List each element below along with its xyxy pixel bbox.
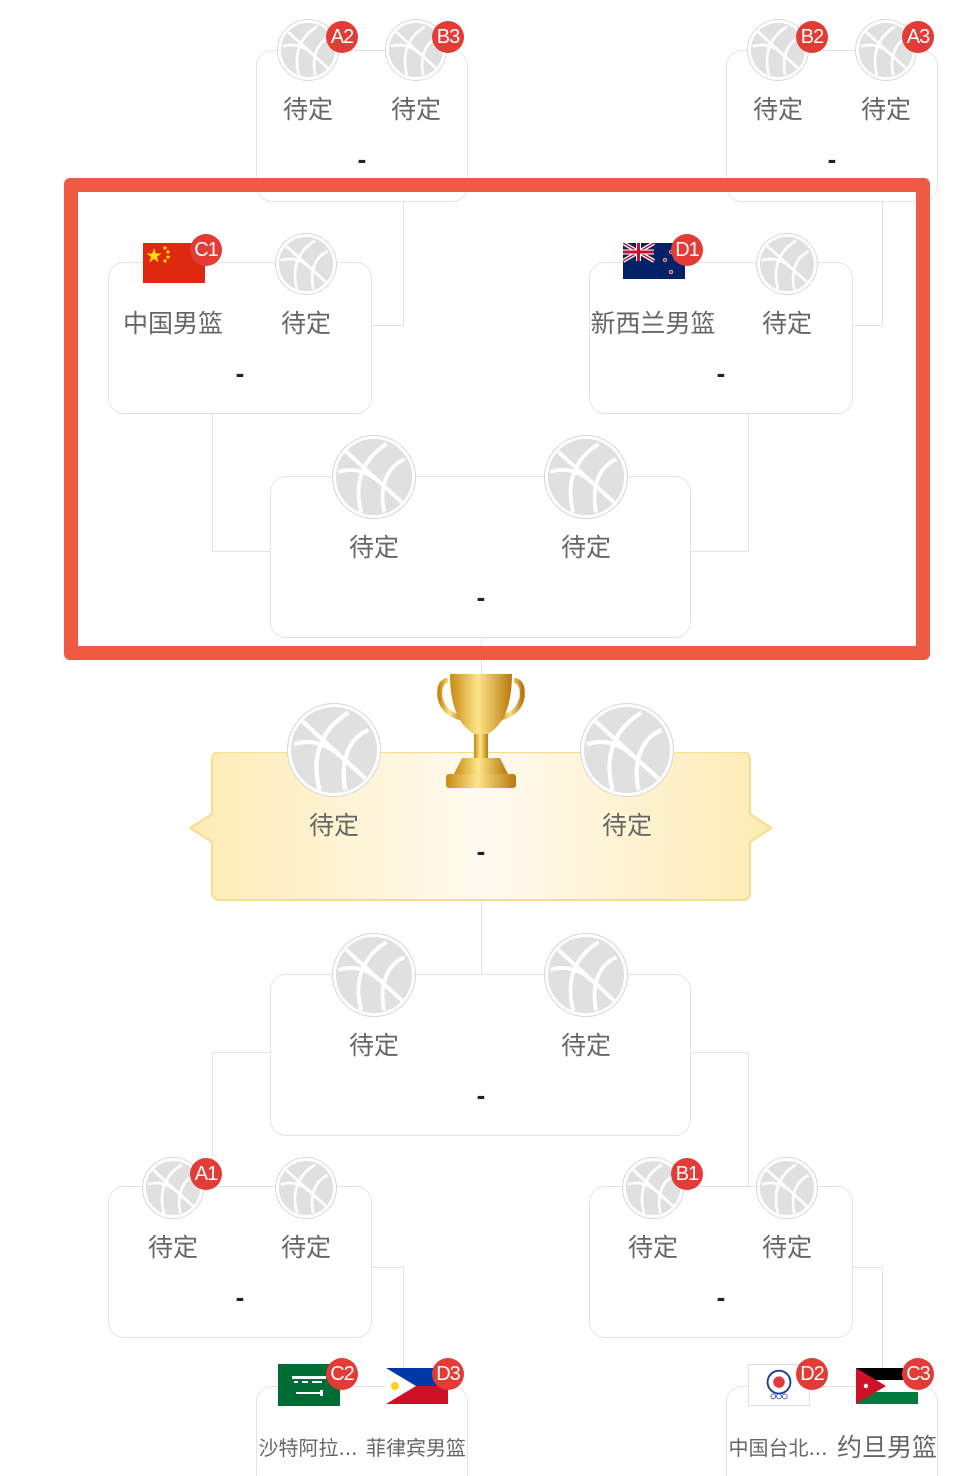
basketball-icon bbox=[545, 436, 627, 518]
basketball-icon bbox=[623, 1158, 683, 1218]
basketball-icon bbox=[278, 20, 338, 80]
connector-line bbox=[851, 1267, 883, 1377]
basketball-icon bbox=[581, 704, 673, 796]
match-score: - bbox=[476, 582, 486, 612]
seed-badge: A2 bbox=[326, 21, 358, 53]
match-card-qf-left-lower[interactable] bbox=[108, 1186, 372, 1338]
seed-badge: B3 bbox=[432, 21, 464, 53]
basketball-icon bbox=[757, 234, 817, 294]
team-name: 菲律宾男篮 bbox=[366, 1436, 466, 1460]
match-score: - bbox=[235, 358, 245, 388]
team-name: 待定 bbox=[560, 533, 611, 562]
team-name: 待定 bbox=[282, 95, 333, 124]
connector-line bbox=[851, 325, 883, 326]
team-name: 待定 bbox=[560, 1031, 611, 1060]
team-name: 待定 bbox=[280, 309, 331, 338]
connector-line bbox=[370, 1267, 404, 1377]
team-name: 待定 bbox=[308, 811, 359, 840]
match-score: - bbox=[476, 836, 486, 866]
basketball-icon bbox=[333, 934, 415, 1016]
match-score: - bbox=[476, 1080, 486, 1110]
team-name: 待定 bbox=[601, 811, 652, 840]
team-name: 待定 bbox=[390, 95, 441, 124]
trophy-icon bbox=[436, 670, 526, 796]
basketball-icon bbox=[288, 704, 380, 796]
connector-line bbox=[690, 414, 749, 552]
basketball-icon bbox=[276, 234, 336, 294]
basketball-icon bbox=[333, 436, 415, 518]
basketball-icon bbox=[757, 1158, 817, 1218]
team-name: 待定 bbox=[280, 1233, 331, 1262]
team-name: 待定 bbox=[761, 1233, 812, 1262]
team-name: 待定 bbox=[761, 309, 812, 338]
team-name: 待定 bbox=[348, 1031, 399, 1060]
team-name: 待定 bbox=[860, 95, 911, 124]
team-name: 待定 bbox=[147, 1233, 198, 1262]
seed-badge: C3 bbox=[902, 1358, 934, 1390]
seed-badge: B2 bbox=[796, 21, 828, 53]
seed-badge: A3 bbox=[902, 21, 934, 53]
team-name: 中国台北... bbox=[728, 1436, 828, 1460]
connector-line bbox=[212, 1052, 272, 1190]
match-card-qf-right-upper[interactable] bbox=[589, 262, 853, 414]
basketball-icon bbox=[856, 20, 916, 80]
team-name: 新西兰男篮 bbox=[590, 309, 716, 338]
basketball-icon bbox=[276, 1158, 336, 1218]
seed-badge: D3 bbox=[432, 1358, 464, 1390]
basketball-icon bbox=[545, 934, 627, 1016]
team-name: 待定 bbox=[627, 1233, 678, 1262]
team-name: 中国男篮 bbox=[122, 309, 223, 338]
seed-badge: A1 bbox=[190, 1158, 222, 1190]
match-score: - bbox=[827, 144, 837, 174]
seed-badge: C1 bbox=[190, 234, 222, 266]
connector-line bbox=[882, 200, 883, 326]
seed-badge: D1 bbox=[671, 234, 703, 266]
connector-line bbox=[690, 1052, 749, 1190]
seed-badge: B1 bbox=[671, 1158, 703, 1190]
connector-line bbox=[370, 325, 404, 326]
match-card-semi-lower[interactable] bbox=[270, 974, 691, 1136]
team-name: 沙特阿拉... bbox=[258, 1436, 358, 1460]
connector-line bbox=[481, 900, 482, 976]
match-card-qf-left-upper[interactable] bbox=[108, 262, 372, 414]
match-card-qf-right-lower[interactable] bbox=[589, 1186, 853, 1338]
match-score: - bbox=[716, 358, 726, 388]
connector-line bbox=[212, 414, 272, 552]
team-name: 待定 bbox=[752, 95, 803, 124]
match-score: - bbox=[235, 1282, 245, 1312]
connector-line bbox=[403, 200, 404, 326]
team-name: 约旦男篮 bbox=[836, 1433, 937, 1462]
team-name: 待定 bbox=[348, 533, 399, 562]
seed-badge: C2 bbox=[326, 1358, 358, 1390]
seed-badge: D2 bbox=[796, 1358, 828, 1390]
match-score: - bbox=[357, 144, 367, 174]
match-card-semi-upper[interactable] bbox=[270, 476, 691, 638]
chinese-taipei-flag bbox=[748, 1364, 810, 1406]
match-score: - bbox=[716, 1282, 726, 1312]
